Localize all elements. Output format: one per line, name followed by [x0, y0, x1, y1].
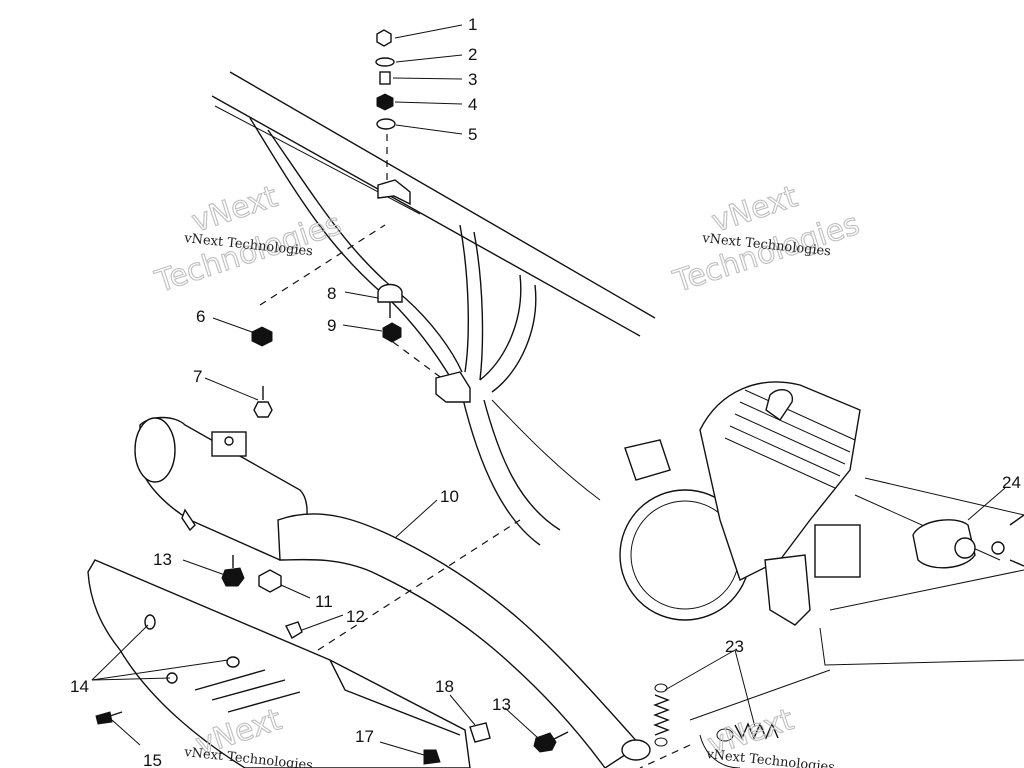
nut-part-1	[376, 29, 392, 47]
callout-13-upper: 13	[153, 550, 172, 569]
callout-labels: 1 2 3 4 5 6 7 8 9 10 13 11 12 14 15 17 1…	[70, 15, 1021, 768]
starter-handle	[624, 439, 671, 481]
callout-9: 9	[327, 316, 336, 335]
callout-8: 8	[327, 284, 336, 303]
nut-part-11	[258, 569, 282, 593]
callout-12: 12	[346, 607, 365, 626]
callout-10: 10	[440, 487, 459, 506]
bushing-part-3	[379, 71, 391, 85]
callout-3: 3	[468, 70, 477, 89]
shield-hole-2	[226, 656, 240, 668]
spring-right	[734, 722, 779, 740]
spring-left	[653, 694, 670, 736]
nut-part-18	[469, 722, 491, 743]
callout-2: 2	[468, 45, 477, 64]
clip-part-12	[285, 621, 303, 639]
bolt-part-13-upper	[221, 567, 245, 587]
exhaust-flange-part-24	[912, 514, 1024, 569]
frame-bracket-top	[377, 179, 411, 206]
callout-14: 14	[70, 677, 89, 696]
muffler-assembly	[134, 416, 651, 768]
washer-part-5	[376, 118, 396, 130]
engine	[619, 381, 1024, 666]
callout-11: 11	[315, 592, 333, 611]
callout-15: 15	[143, 751, 162, 768]
cap-part-8	[377, 283, 403, 303]
fastener-part-17	[423, 749, 441, 765]
callout-18: 18	[435, 677, 454, 696]
bolt-part-7	[253, 401, 273, 418]
nut-part-9	[382, 322, 402, 343]
callout-24: 24	[1002, 473, 1021, 492]
callout-6: 6	[196, 307, 205, 326]
callout-13-lower: 13	[492, 695, 511, 714]
bolt-part-13-lower	[533, 732, 557, 753]
nut-part-6	[251, 326, 273, 347]
leader-lines	[91, 24, 1006, 756]
top-hardware-stack	[375, 29, 411, 206]
small-fasteners	[95, 555, 569, 765]
callout-7: 7	[193, 367, 202, 386]
callout-4: 4	[468, 95, 477, 114]
engine-ignition-box	[814, 524, 861, 578]
spark-plug-cap	[765, 388, 794, 421]
callout-17: 17	[355, 727, 374, 746]
callout-23: 23	[725, 637, 744, 656]
frame-tubes	[211, 71, 656, 546]
washer-part-2	[375, 57, 395, 67]
screw-part-15	[95, 711, 113, 725]
callout-5: 5	[468, 125, 477, 144]
frame-bracket-lower	[435, 371, 471, 403]
callout-1: 1	[468, 15, 477, 34]
mid-hardware	[251, 224, 471, 418]
grommet-part-4	[376, 93, 394, 111]
